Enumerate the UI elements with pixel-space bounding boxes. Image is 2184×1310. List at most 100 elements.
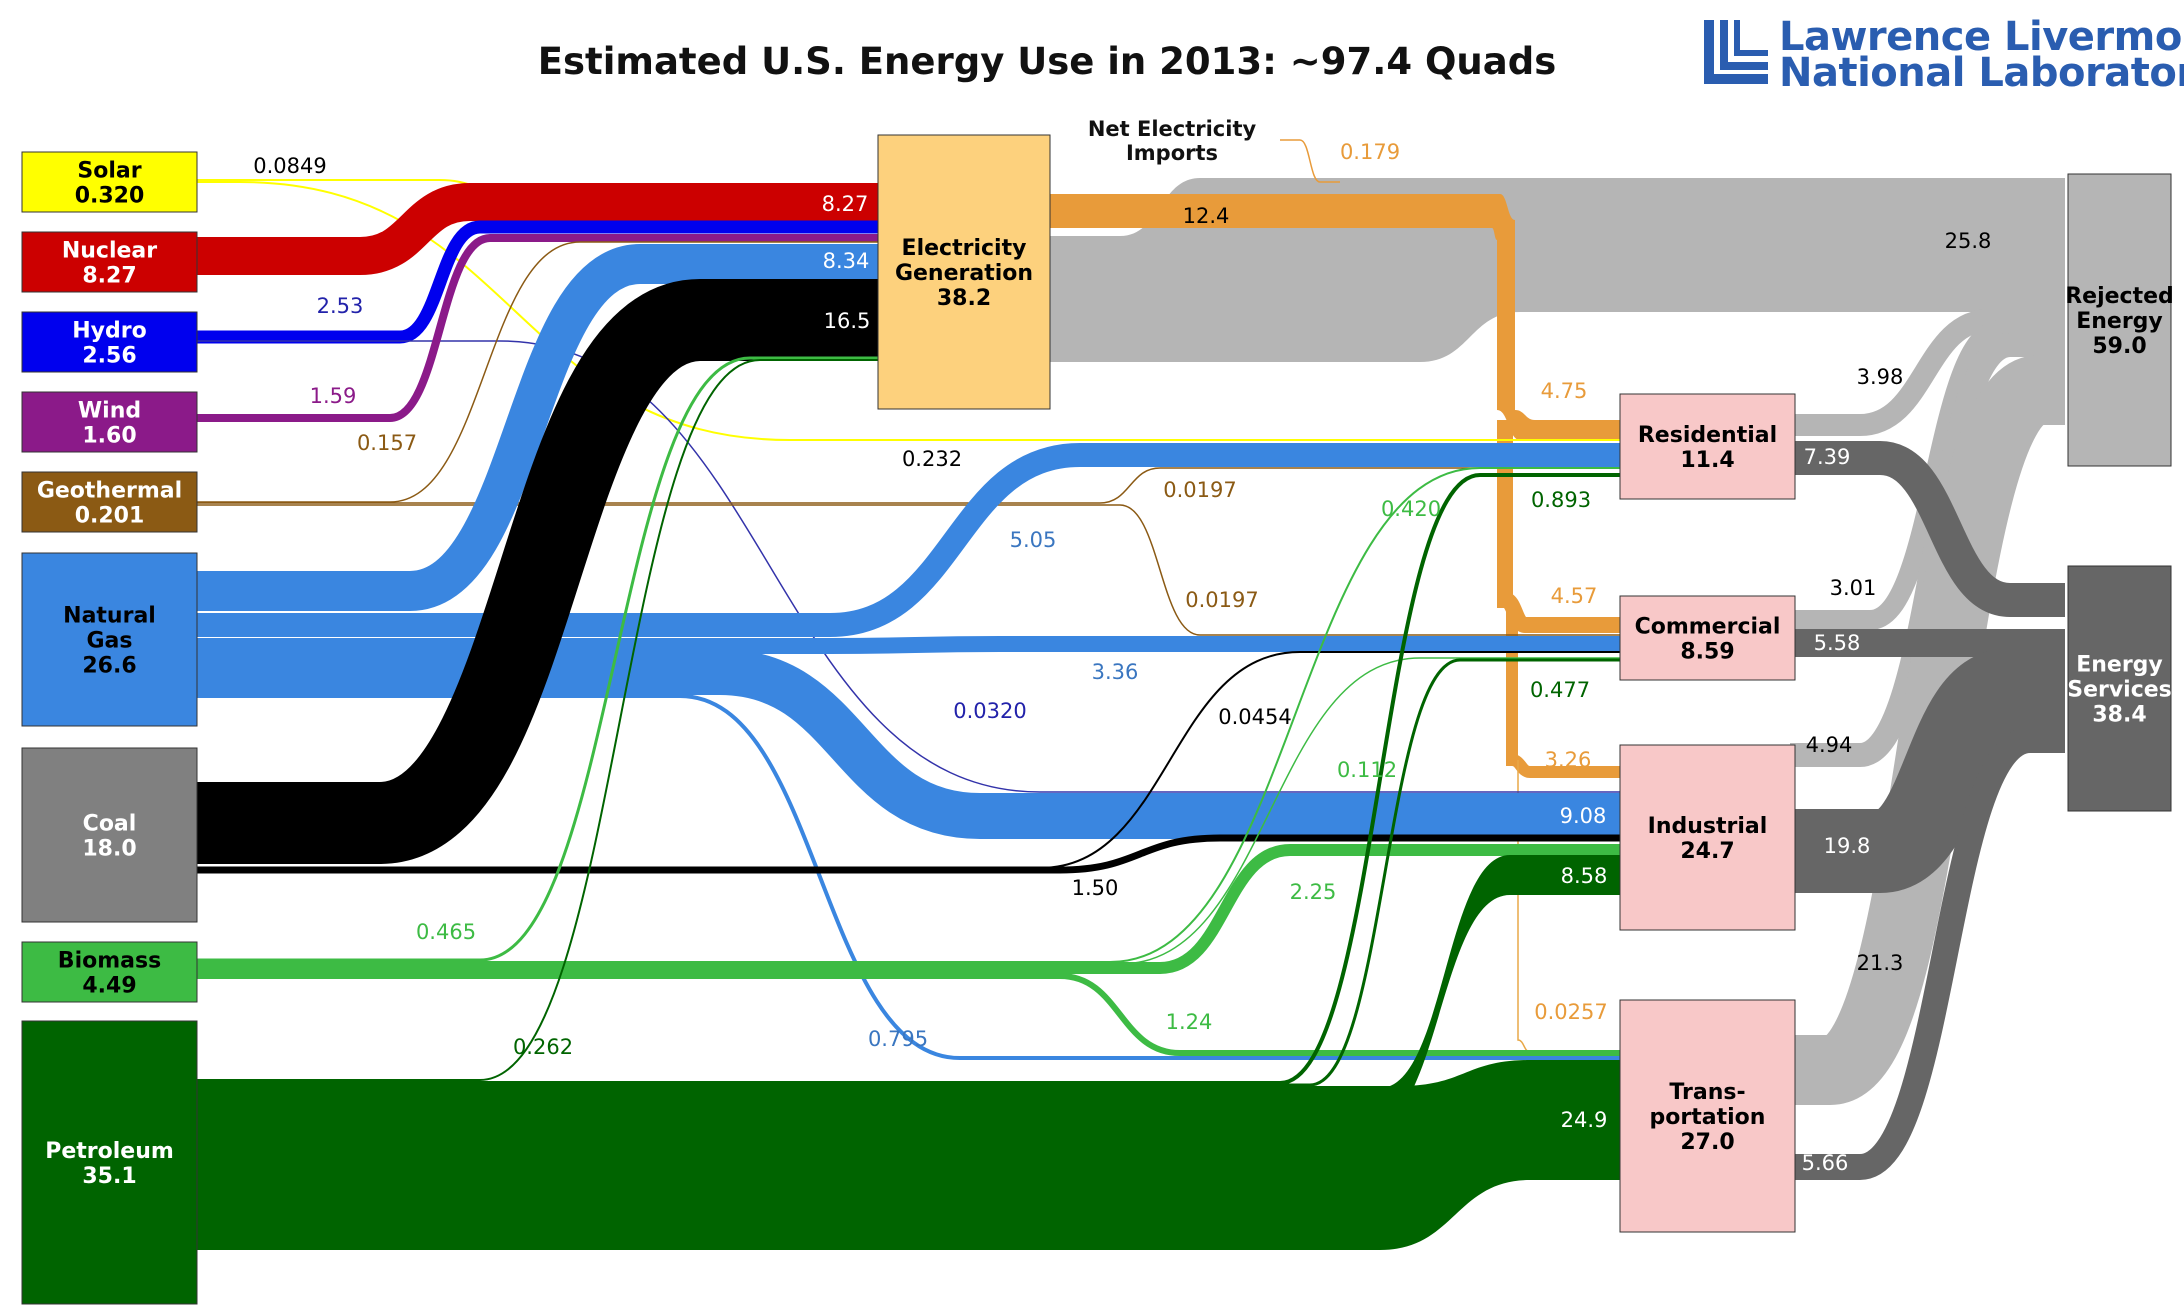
node-electricity-generation-label: Generation (895, 261, 1033, 286)
flow-label-geothermal-to-commercial: 0.0197 (1185, 588, 1258, 612)
flow-label-commercial-to-energy-services: 5.58 (1814, 631, 1861, 655)
flow-coal-electricity (197, 279, 878, 864)
node-commercial-label: 8.59 (1680, 640, 1734, 665)
flow-label-petroleum-to-electricity-generation: 0.262 (513, 1035, 573, 1059)
node-geothermal-box (21, 471, 198, 533)
node-energy-services-label: Services (2067, 678, 2172, 703)
node-coal-label: Coal (83, 812, 137, 837)
nodes: Solar0.320Nuclear8.27Hydro2.56Wind1.60Ge… (21, 134, 2174, 1305)
node-commercial-label: Commercial (1635, 615, 1781, 640)
flow-label-nuclear-to-electricity-generation: 8.27 (822, 192, 869, 216)
flow-label-hydro-to-industrial: 0.0320 (953, 699, 1026, 723)
flow-gas-industrial (197, 649, 1620, 839)
flow-label-electricity-to-residential: 4.75 (1541, 379, 1588, 403)
node-wind-label: 1.60 (82, 424, 136, 449)
node-biomass-box (21, 941, 198, 1003)
flow-biomass-commercial (197, 657, 1620, 965)
flow-label-solar-to-residential: 0.232 (902, 447, 962, 471)
flow-gas-commercial (197, 636, 1620, 654)
flow-label-residential-to-rejected-energy: 3.98 (1857, 365, 1904, 389)
flow-net-imports (1280, 139, 1340, 183)
node-residential-label: 11.4 (1680, 448, 1734, 473)
flow-label-electricity-to-industrial: 3.26 (1545, 748, 1592, 772)
flow-biomass-industrial (197, 844, 1620, 974)
node-energy-services-label: Energy (2076, 653, 2163, 678)
flow-label-natural-gas-to-residential: 5.05 (1010, 528, 1057, 552)
flow-gas-transportation (197, 694, 1620, 1060)
flow-gas-electricity (197, 244, 878, 611)
flow-residential-rejected (1790, 309, 2065, 436)
flow-label-petroleum-to-industrial: 8.58 (1561, 864, 1608, 888)
node-coal-label: 18.0 (82, 837, 136, 862)
flow-petroleum-electricity (197, 359, 878, 1081)
node-solar-label: Solar (77, 159, 141, 184)
flow-coal-commercial (197, 651, 1620, 869)
flow-industrial-services (1790, 648, 2065, 893)
node-energy-services-label: 38.4 (2092, 703, 2146, 728)
flow-petroleum-transportation (197, 1060, 1620, 1250)
node-petroleum-box (21, 1020, 198, 1305)
flow-label-coal-to-industrial: 1.50 (1072, 876, 1119, 900)
flow-biomass-residential (197, 467, 1620, 963)
flow-biomass-transportation (197, 973, 1620, 1056)
node-residential-box (1619, 393, 1796, 500)
flow-geothermal-residential (197, 467, 1620, 504)
logo-line-1: Lawrence Livermore (1779, 14, 2184, 60)
flow-label-biomass-to-commercial: 0.112 (1337, 758, 1397, 782)
flow-label-wind-to-electricity-generation: 1.59 (310, 384, 357, 408)
node-transportation-label: 27.0 (1680, 1130, 1734, 1155)
node-industrial-label: Industrial (1648, 814, 1768, 839)
node-hydro-label: 2.56 (82, 344, 136, 369)
flow-label-commercial-to-rejected-energy: 3.01 (1830, 576, 1877, 600)
flow-coal-industrial (197, 834, 1620, 874)
node-hydro-box (21, 311, 198, 373)
flow-label-natural-gas-to-electricity-generation: 8.34 (823, 249, 870, 273)
flow-electricity-residential (1470, 194, 1620, 440)
flow-label-petroleum-to-commercial: 0.477 (1530, 678, 1590, 702)
flow-label-electricity-generation-to-electricity-delivered: 12.4 (1183, 204, 1230, 228)
node-geothermal-label: Geothermal (37, 479, 182, 504)
flow-labels: Net ElectricityImports0.08490.2328.272.5… (253, 117, 1991, 1175)
node-nuclear-label: Nuclear (62, 239, 157, 264)
node-petroleum-label: 35.1 (82, 1164, 136, 1189)
node-industrial-box (1619, 744, 1796, 931)
flow-bands (197, 139, 2065, 1250)
node-commercial-box (1619, 595, 1796, 681)
flow-residential-services (1790, 441, 2065, 617)
node-wind-box (21, 391, 198, 453)
flow-geothermal-electricity (197, 241, 878, 503)
flow-label-electricity-to-transportation: 0.0257 (1534, 1000, 1607, 1024)
flow-label-biomass-to-electricity-generation: 0.465 (416, 920, 476, 944)
flow-label-residential-to-energy-services: 7.39 (1804, 445, 1851, 469)
flow-label-coal-to-commercial: 0.0454 (1218, 705, 1291, 729)
flow-nuclear-electricity (197, 183, 878, 275)
node-nuclear-box (21, 231, 198, 293)
node-nuclear-label: 8.27 (82, 264, 136, 289)
node-petroleum-label: Petroleum (45, 1139, 174, 1164)
node-biomass-label: 4.49 (82, 974, 136, 999)
flow-label-solar-to-electricity-generation: 0.0849 (253, 154, 326, 178)
flow-label-industrial-to-rejected-energy: 4.94 (1806, 733, 1853, 757)
node-rejected-energy-label: Rejected (2065, 284, 2174, 309)
flow-geothermal-commercial (197, 504, 1620, 636)
node-natural-gas-box (21, 552, 198, 727)
llnl-logo: Lawrence Livermore National Laboratory (1704, 14, 2184, 96)
node-geothermal-label: 0.201 (75, 504, 145, 529)
node-transportation-label: Trans- (1669, 1080, 1745, 1105)
node-solar-label: 0.320 (75, 184, 145, 209)
llnl-logo-mark-icon (1704, 20, 1768, 84)
node-industrial-label: 24.7 (1680, 839, 1734, 864)
node-coal-box (21, 747, 198, 923)
flow-label-industrial-to-energy-services: 19.8 (1824, 834, 1871, 858)
node-biomass-label: Biomass (58, 949, 161, 974)
